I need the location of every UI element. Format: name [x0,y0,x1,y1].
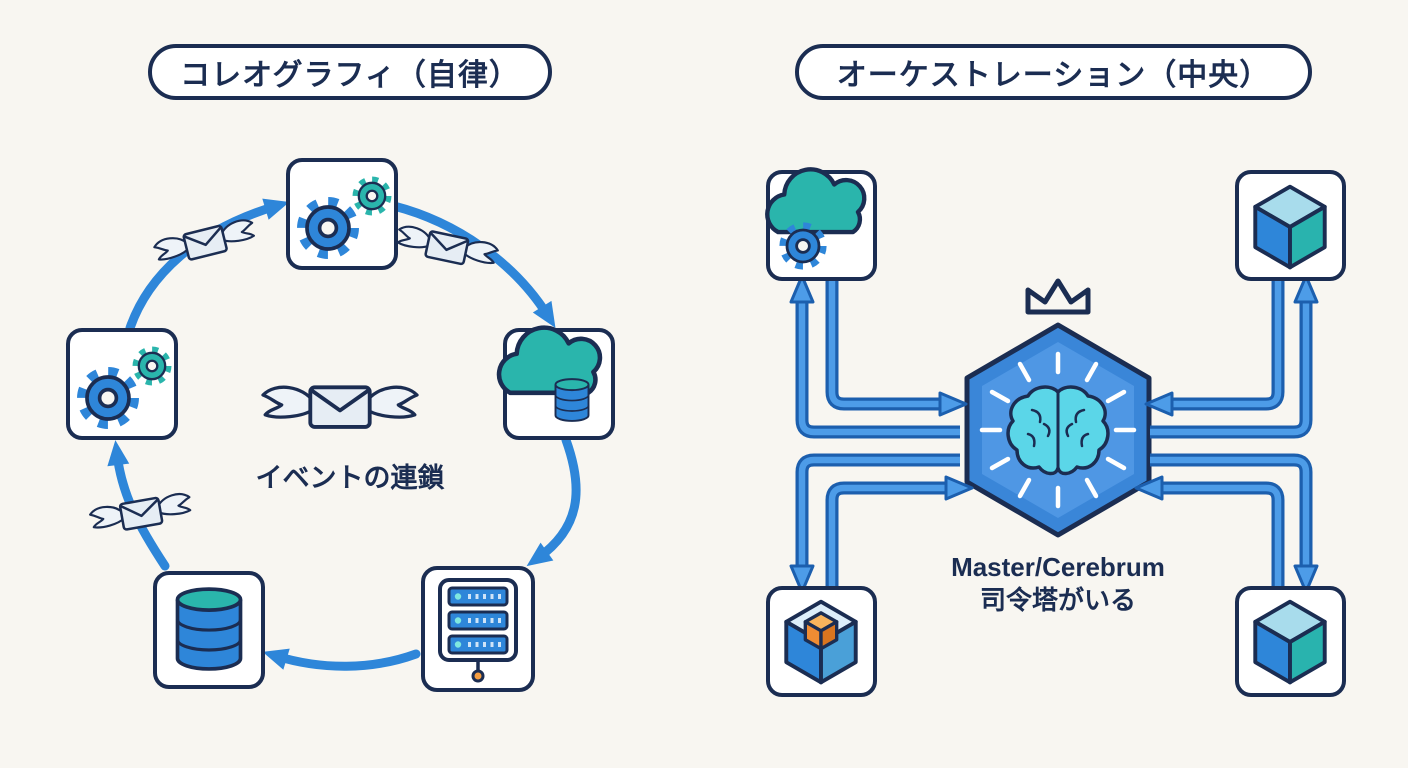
choreography-panel [66,158,615,692]
flow-arrow [389,201,556,328]
winged-envelope-icon [151,216,259,269]
orchestration-arrow [1144,276,1282,417]
orchestration-arrow [1150,456,1319,594]
orchestration-arrow [828,475,974,590]
orchestration-title: オーケストレーション（中央） [795,44,1312,100]
flow-arrow [262,648,421,671]
master-label-line2: 司令塔がいる [979,585,1136,615]
flow-arrow [125,198,290,333]
winged-envelope-icon [393,223,501,273]
orchestration-arrow [1150,274,1319,436]
container-cube-icon [784,599,858,685]
cube-icon [1253,599,1327,685]
winged-envelope-icon [261,385,419,429]
event-chain-label: イベントの連鎖 [255,463,445,493]
master-label-line1: Master/Cerebrum [951,552,1165,582]
database-icon [175,587,243,671]
flow-arrow [526,435,581,567]
orchestration-arrow [1134,475,1282,590]
master-label: Master/Cerebrum 司令塔がいる [908,551,1208,617]
cube-icon [1253,184,1327,270]
crown-icon [1025,278,1091,315]
sparkle-rays [979,351,1137,509]
server-icon [438,578,518,683]
orchestration-arrow [789,456,960,594]
orchestration-arrow [789,274,960,436]
choreography-title: コレオグラフィ（自律） [148,44,552,100]
orchestration-arrows [789,274,1319,594]
brain-icon [1006,385,1110,476]
brain-hexagon-icon [964,322,1152,538]
orchestration-panel [767,169,1346,697]
orchestration-arrow [828,276,968,417]
